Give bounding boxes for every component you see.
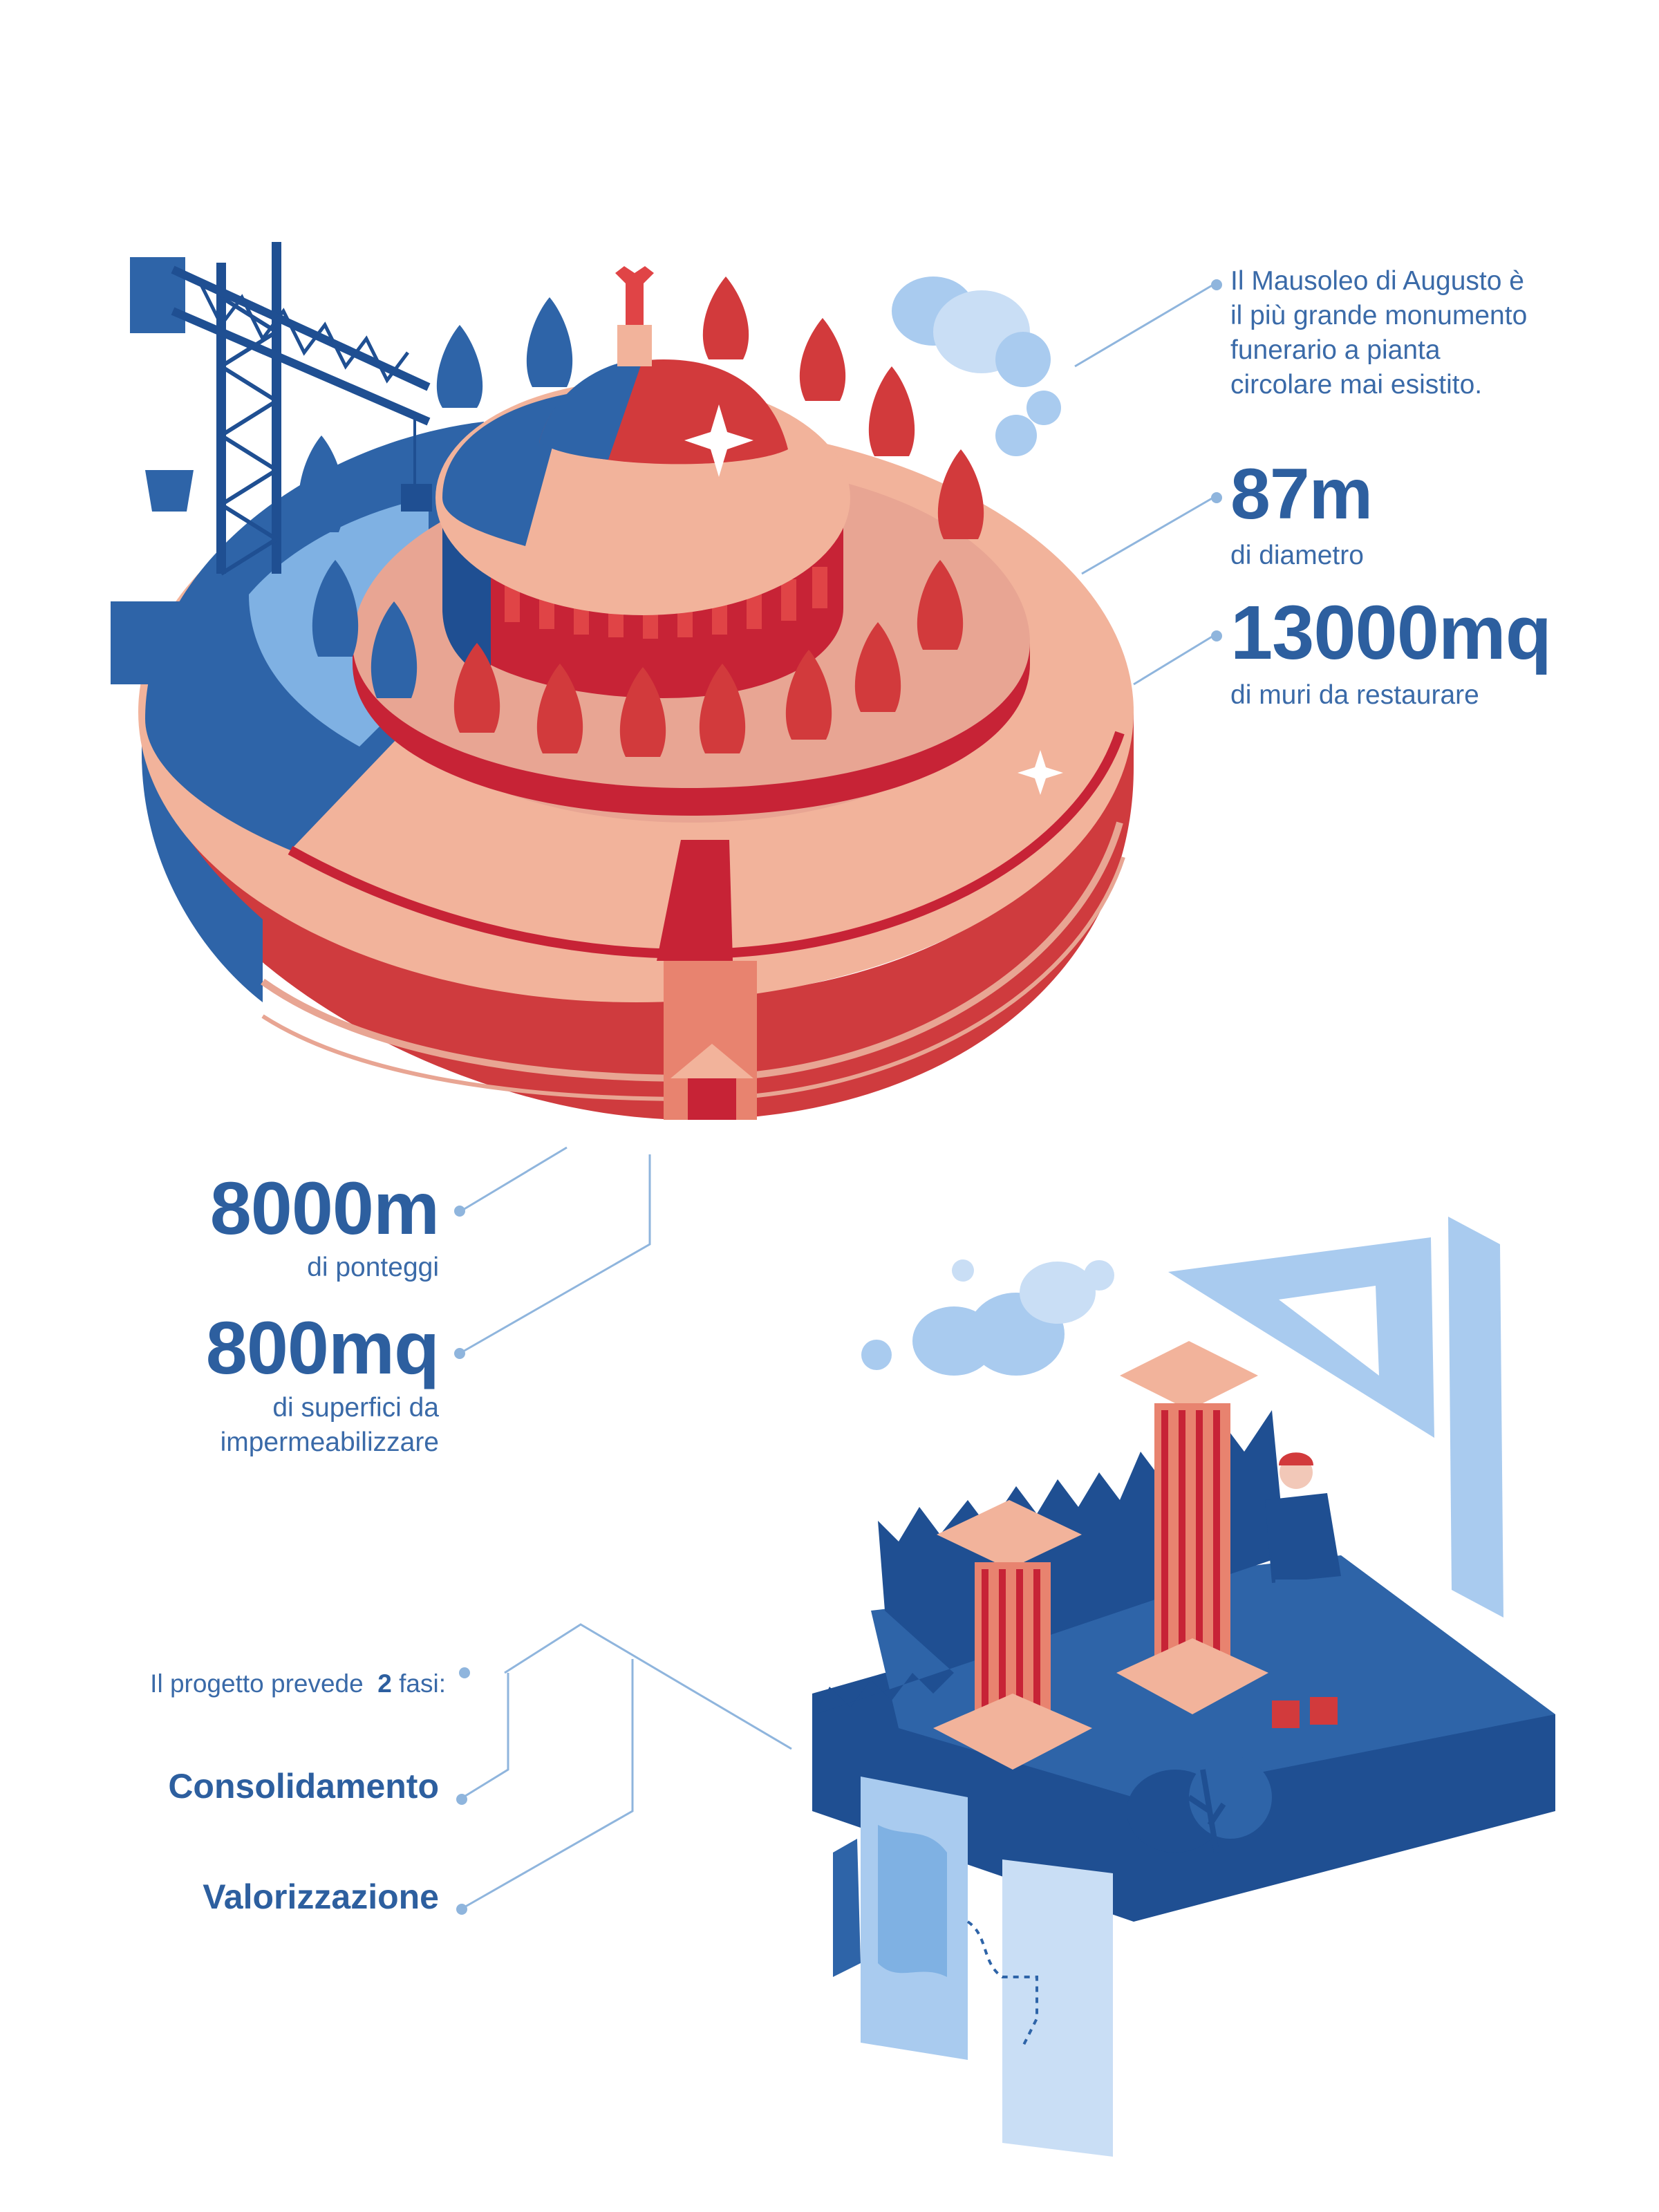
column-left-base [933,1694,1092,1770]
leader-dots [454,279,1222,1915]
phase-consolidamento: Consolidamento [168,1767,439,1806]
statue-pedestal [617,325,652,366]
intro-text: Il Mausoleo di Augusto è il più grande m… [1230,264,1590,402]
cloud-decoration [861,1259,1114,1376]
statue-figure [615,266,654,325]
stat-diameter-label: di diametro [1230,541,1364,570]
cloud-decoration [892,276,1061,456]
cypress-trees [298,276,984,757]
intro-line: il più grande monumento [1230,301,1528,330]
ruler-icon [1448,1217,1503,1618]
sparkle-icon [1018,750,1063,795]
phase-valorizzazione: Valorizzazione [203,1877,439,1916]
set-square-cutout [1279,1286,1379,1376]
stat-walls-label: di muri da restaurare [1230,680,1479,710]
project-phase-count: 2 [377,1669,392,1698]
stat-waterproofing-label: di superfici da impermeabilizzare [149,1391,439,1460]
drum-top-blue [442,394,567,546]
stat-waterproofing-value: 800mq [205,1306,440,1389]
project-suffix: fasi: [399,1669,446,1698]
crane-jib [171,265,431,426]
map-sheet-detail [878,1825,947,1977]
crane-load [111,601,207,684]
crane-mast [216,242,281,574]
column-right-cap [1120,1341,1258,1410]
project-prefix: Il progetto prevede [150,1669,364,1698]
stat-walls-value: 13000mq [1230,590,1552,675]
mausoleum-illustration [138,266,1134,1120]
plan-dashed-path [966,1920,1038,2047]
column-right-flutes [1161,1410,1220,1659]
map-edge-blue [833,1839,861,1977]
intro-line: circolare mai esistito. [1230,370,1483,400]
leader-lines [462,283,1214,1909]
mausoleum-base-wall [142,691,1134,1120]
project-phases-intro: Il progetto prevede 2 fasi: [150,1669,446,1698]
columns-illustration [812,1217,1555,2157]
dome-blue [539,359,643,460]
column-left-cap [937,1500,1082,1569]
column-right-base [1116,1638,1268,1714]
stat-scaffolding-label: di ponteggi [307,1253,439,1282]
worker-figure [1265,1452,1341,1728]
entrance-ramp [657,840,733,961]
stat-diameter-value: 87m [1230,454,1373,534]
intro-line: Il Mausoleo di Augusto è [1230,266,1524,296]
crane-illustration [111,242,432,684]
stat-waterproofing-label-line: impermeabilizzare [220,1427,439,1457]
column-left-flutes [982,1569,1040,1732]
intro-line: funerario a pianta [1230,335,1441,365]
plan-sheet [1002,1859,1113,2157]
stat-waterproofing-label-line: di superfici da [272,1393,439,1423]
crane-jib-lattice [198,282,409,384]
mausoleum-base-wall-blue [142,691,263,1002]
crane-bucket [145,470,194,512]
bush-decoration [1127,1756,1272,1853]
entrance-door [688,1078,736,1120]
ring-middle-wall [353,643,1030,816]
crane-lattice [217,295,281,576]
entrance-pediment [671,1044,753,1078]
stat-scaffolding-value: 8000m [209,1166,440,1250]
crane-hook-block [401,484,432,512]
sparkle-icon [684,404,753,477]
